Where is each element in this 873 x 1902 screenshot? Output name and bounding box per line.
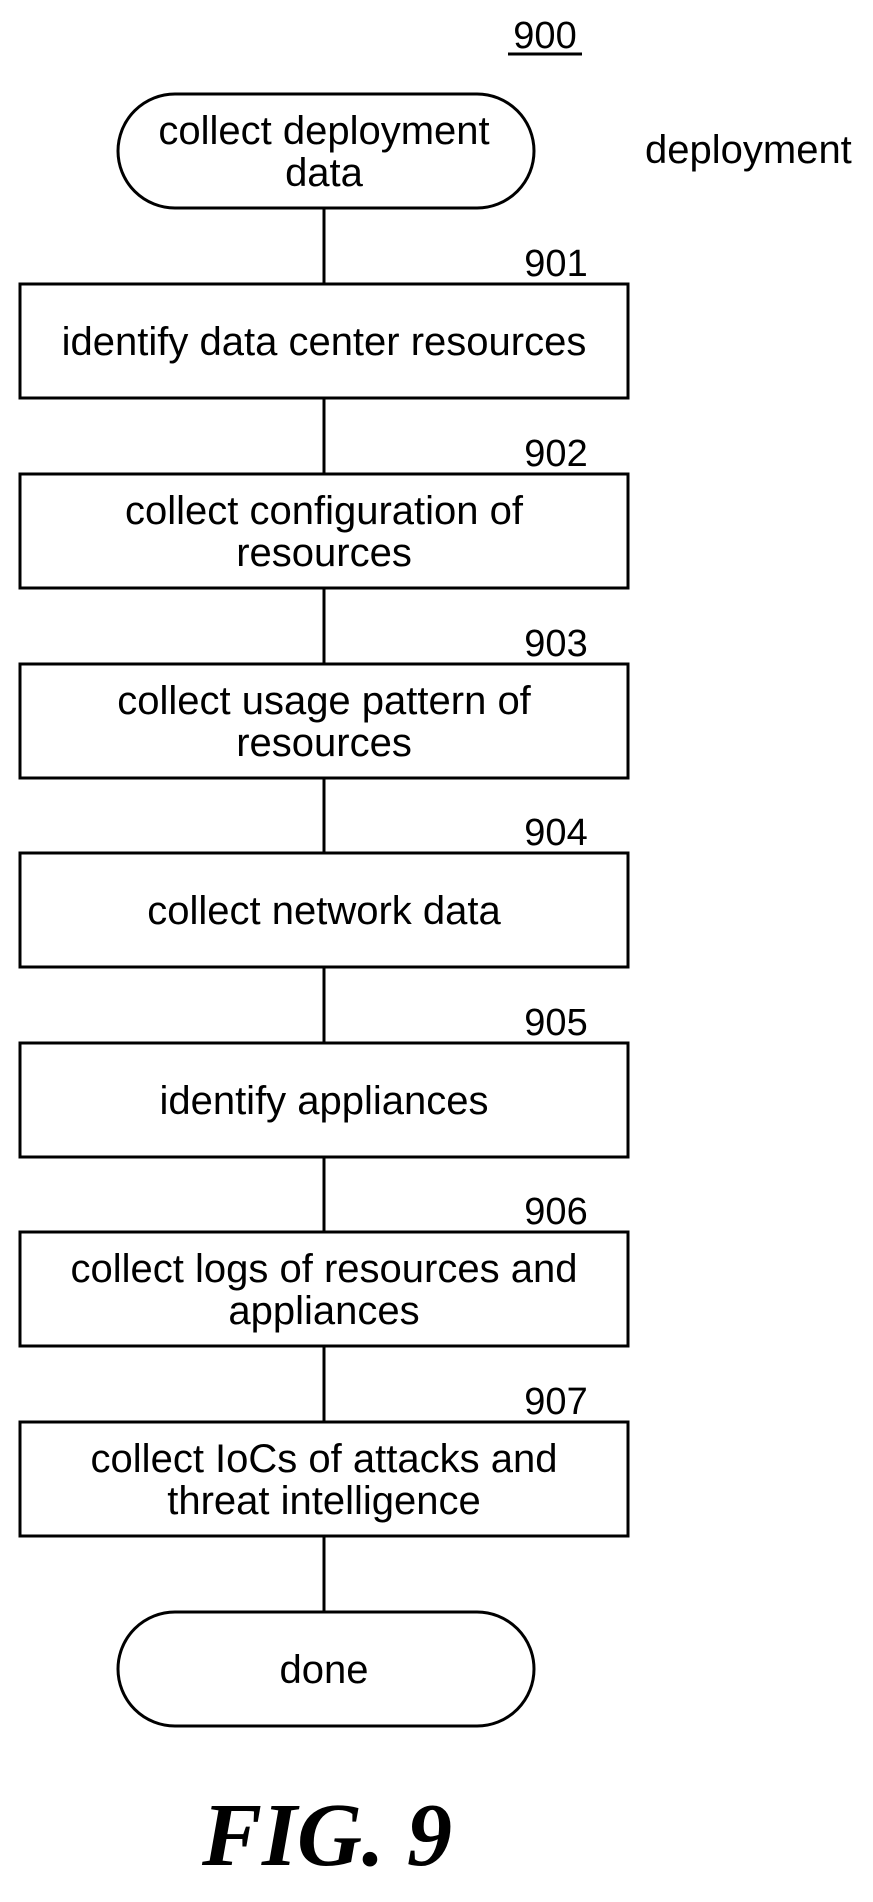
step-903-label-line-2: resources	[236, 721, 412, 765]
side-note: deployment	[645, 128, 852, 172]
step-903-label-line-1: collect usage pattern of	[117, 679, 531, 723]
start-terminal: collect deploymentdata	[118, 94, 534, 208]
start-terminal-label-line-1: collect deployment	[158, 109, 489, 153]
step-907-label-line-1: collect IoCs of attacks and	[91, 1437, 558, 1481]
step-ref-906: 906	[524, 1191, 587, 1233]
step-ref-901: 901	[524, 243, 587, 285]
end-terminal-label-line-1: done	[280, 1648, 369, 1692]
step-902-label-line-1: collect configuration of	[125, 489, 524, 533]
figure-label: FIG. 9	[201, 1786, 452, 1885]
step-905-label-line-1: identify appliances	[159, 1079, 488, 1123]
nodes: collect deploymentdata 901 identify data c…	[20, 94, 628, 1726]
step-906-label-line-2: appliances	[228, 1289, 419, 1333]
end-terminal: done	[118, 1612, 534, 1726]
step-ref-904: 904	[524, 812, 587, 854]
step-902-label-line-2: resources	[236, 531, 412, 575]
step-ref-902: 902	[524, 433, 587, 475]
start-terminal-label-line-2: data	[285, 151, 364, 195]
step-ref-903: 903	[524, 623, 587, 665]
step-ref-907: 907	[524, 1381, 587, 1423]
step-904-label-line-1: collect network data	[147, 889, 501, 933]
step-ref-905: 905	[524, 1002, 587, 1044]
step-907-label-line-2: threat intelligence	[167, 1479, 481, 1523]
step-906-label-line-1: collect logs of resources and	[71, 1247, 578, 1291]
step-901-label-line-1: identify data center resources	[62, 320, 587, 364]
diagram-ref-number: 900	[513, 15, 576, 57]
